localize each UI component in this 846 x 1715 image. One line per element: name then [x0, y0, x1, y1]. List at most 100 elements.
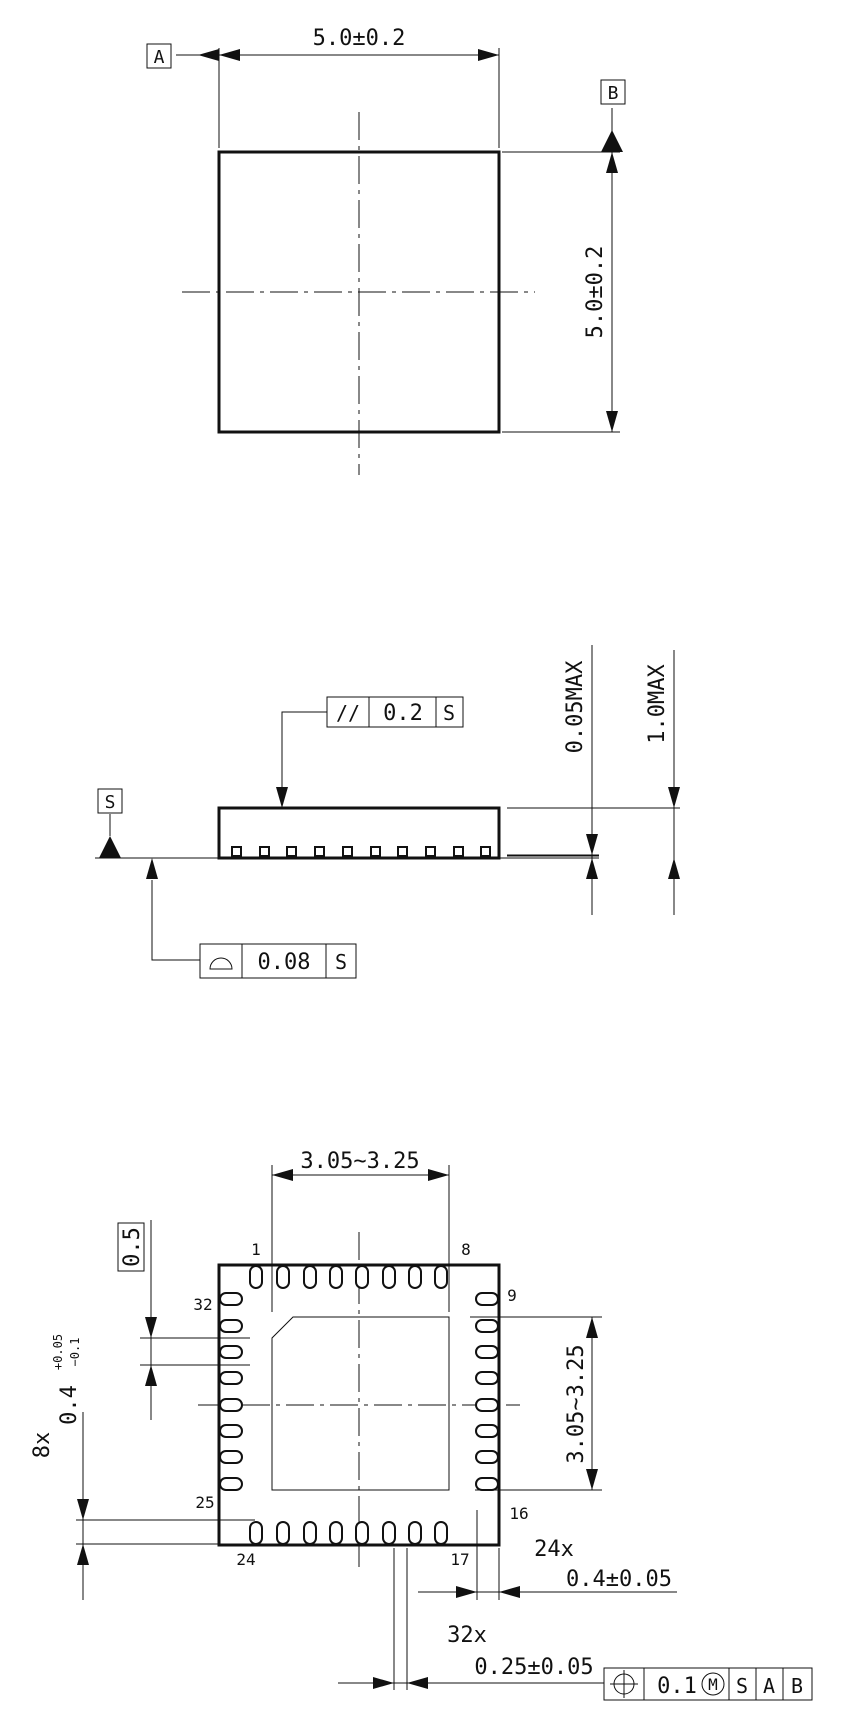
arrowhead [276, 787, 288, 808]
lead-pad [249, 1265, 263, 1289]
bottom-row-pads [249, 1521, 448, 1545]
lead [425, 846, 436, 857]
arrowhead [606, 411, 618, 432]
pin-number-24: 24 [236, 1550, 255, 1569]
datum-b-label: B [608, 83, 619, 104]
lead-pad [219, 1424, 243, 1438]
pitch-value: 0.5 [120, 1227, 145, 1267]
arrowhead [668, 858, 680, 879]
flatness-control-frame: 0.08 S [199, 943, 357, 979]
position-datum-1: S [736, 1674, 748, 1698]
lead-pad [249, 1521, 263, 1545]
datum-s-triangle [99, 836, 121, 858]
lead-pad [355, 1521, 369, 1545]
lead-width-value: 0.25±0.05 [474, 1655, 593, 1680]
lead-pad [434, 1265, 448, 1289]
standoff-dimension: 0.05MAX [563, 660, 588, 753]
parallelism-control-frame: // 0.2 S [326, 696, 464, 728]
top-view: 5.0±0.2 A 5.0±0.2 B [146, 26, 626, 475]
datum-a-frame [146, 43, 172, 69]
position-datum-2: A [763, 1674, 775, 1698]
datum-b-triangle [601, 130, 623, 152]
corner-lead-tol-minus: −0.1 [68, 1338, 82, 1367]
right-column-pads [475, 1292, 499, 1491]
bottom-view: 1 8 9 16 17 24 25 32 3.05~3.25 3.05~3.25… [30, 1149, 813, 1701]
pin-number-1: 1 [251, 1240, 261, 1259]
arrowhead [668, 787, 680, 808]
arrowhead [219, 49, 240, 61]
datum-s-frame [97, 788, 123, 814]
position-symbol-icon [610, 1670, 638, 1698]
parallelism-datum: S [443, 701, 455, 725]
side-leads [231, 846, 491, 857]
lead [342, 846, 353, 857]
lead-pad [219, 1398, 243, 1412]
corner-lead-value: 0.4 [57, 1385, 82, 1425]
lead [286, 846, 297, 857]
lead-pad [303, 1521, 317, 1545]
lead [259, 846, 270, 857]
lead-pad [408, 1521, 422, 1545]
top-width-dimension: 5.0±0.2 [313, 26, 406, 51]
lead [453, 846, 464, 857]
lead-pad [475, 1292, 499, 1306]
lead-pad [434, 1521, 448, 1545]
position-modifier: M [708, 1675, 718, 1694]
left-column-pads [219, 1292, 243, 1491]
lead-pad [382, 1521, 396, 1545]
flatness-value: 0.08 [258, 950, 311, 975]
datum-a-label: A [154, 47, 165, 68]
lead-width-count: 32x [447, 1623, 487, 1648]
lead-pad [303, 1265, 317, 1289]
parallelism-value: 0.2 [383, 701, 423, 726]
arrowhead [586, 834, 598, 855]
lead-pad [276, 1521, 290, 1545]
lead-pad [475, 1450, 499, 1464]
lead [480, 846, 491, 857]
pad-width-dimension: 3.05~3.25 [300, 1149, 419, 1174]
lead-pad [382, 1265, 396, 1289]
arrowhead [146, 858, 158, 879]
lead [397, 846, 408, 857]
mmc-modifier-circle [701, 1672, 725, 1696]
parallelism-symbol: // [336, 701, 360, 725]
lead [314, 846, 325, 857]
datum-s-label: S [105, 792, 116, 813]
pin-number-9: 9 [507, 1286, 517, 1305]
pin-number-17: 17 [450, 1550, 469, 1569]
lead-pad [219, 1371, 243, 1385]
lead-length-count: 24x [534, 1537, 574, 1562]
profile-symbol-icon [209, 957, 233, 970]
flatness-datum: S [335, 950, 347, 974]
lead-pad [276, 1265, 290, 1289]
lead-pad [219, 1477, 243, 1491]
lead-pad [408, 1265, 422, 1289]
pin-number-8: 8 [461, 1240, 471, 1259]
package-height-dimension: 1.0MAX [645, 664, 670, 744]
lead-pad [329, 1521, 343, 1545]
lead-pad [219, 1345, 243, 1359]
arrowhead [586, 858, 598, 879]
lead-pad [475, 1424, 499, 1438]
pitch-basic-frame [117, 1222, 145, 1272]
position-value: 0.1 [657, 1674, 697, 1699]
lead-pad [219, 1450, 243, 1464]
position-datum-3: B [791, 1674, 803, 1698]
lead-pad [475, 1398, 499, 1412]
corner-lead-tol-plus: +0.05 [51, 1334, 65, 1370]
side-view: S // 0.2 S 0.08 S 0.05MAX [95, 645, 680, 979]
lead-pad [219, 1292, 243, 1306]
lead-pad [355, 1265, 369, 1289]
lead [370, 846, 381, 857]
lead-pad [475, 1319, 499, 1333]
top-row-pads [249, 1265, 448, 1289]
exposed-thermal-pad [271, 1316, 450, 1491]
position-control-frame: 0.1 M S A B [603, 1667, 813, 1701]
pad-height-dimension: 3.05~3.25 [564, 1344, 589, 1463]
pin-number-16: 16 [509, 1504, 528, 1523]
arrowhead [606, 152, 618, 173]
pin-number-32: 32 [193, 1295, 212, 1314]
lead-pad [329, 1265, 343, 1289]
lead-pad [475, 1371, 499, 1385]
